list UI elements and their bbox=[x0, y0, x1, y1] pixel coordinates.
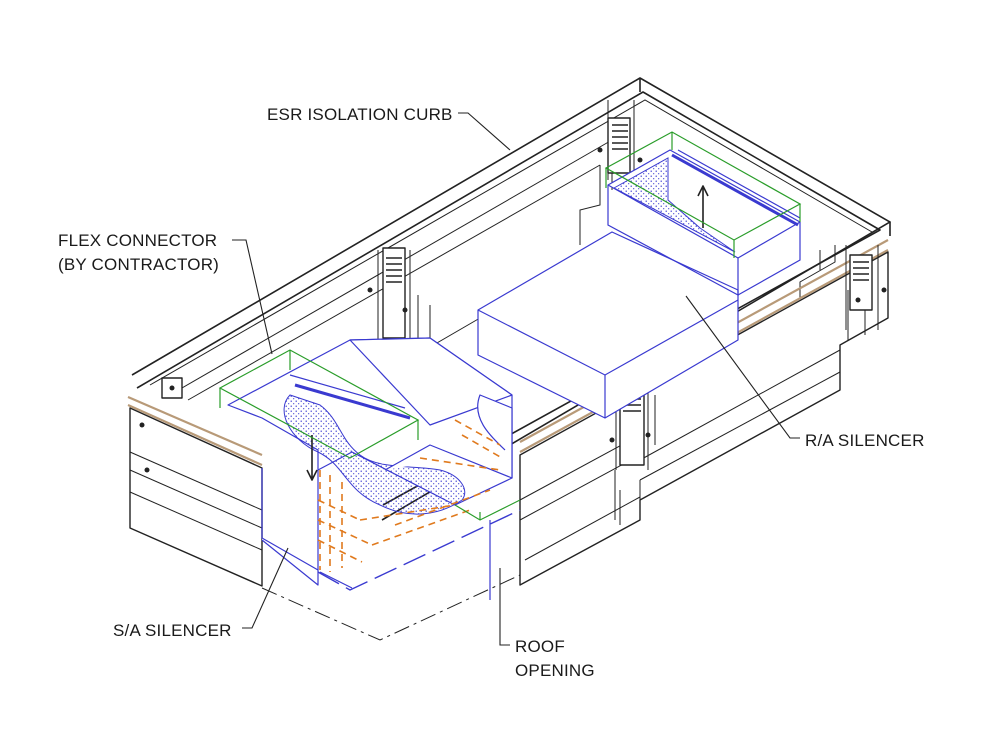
ra-silencer-label: R/A SILENCER bbox=[805, 431, 925, 450]
sa-silencer bbox=[227, 337, 513, 586]
leader-lines bbox=[232, 112, 800, 646]
sa-flex-connector bbox=[218, 349, 521, 521]
roof-opening-outline bbox=[261, 574, 521, 641]
spring-isolator-corner bbox=[139, 377, 183, 473]
sa-silencer-label: S/A SILENCER bbox=[113, 621, 232, 640]
spring-isolator-right bbox=[845, 245, 887, 330]
roof-opening-dashed bbox=[317, 509, 521, 600]
roof-opening-label-line1: ROOF bbox=[515, 637, 565, 656]
spring-isolator-back bbox=[597, 100, 643, 180]
roof-opening-label-line2: OPENING bbox=[515, 661, 595, 680]
esr-curb-label: ESR ISOLATION CURB bbox=[267, 105, 453, 124]
curb-front-right-wall bbox=[519, 239, 889, 586]
flex-connector-label-line1: FLEX CONNECTOR bbox=[58, 231, 217, 250]
ra-flex-connector bbox=[604, 131, 802, 258]
flex-connector-label-line2: (BY CONTRACTOR) bbox=[58, 255, 219, 274]
curb-front-left-wall bbox=[127, 395, 263, 587]
ra-silencer bbox=[477, 149, 801, 419]
spring-isolator-left bbox=[367, 247, 419, 345]
